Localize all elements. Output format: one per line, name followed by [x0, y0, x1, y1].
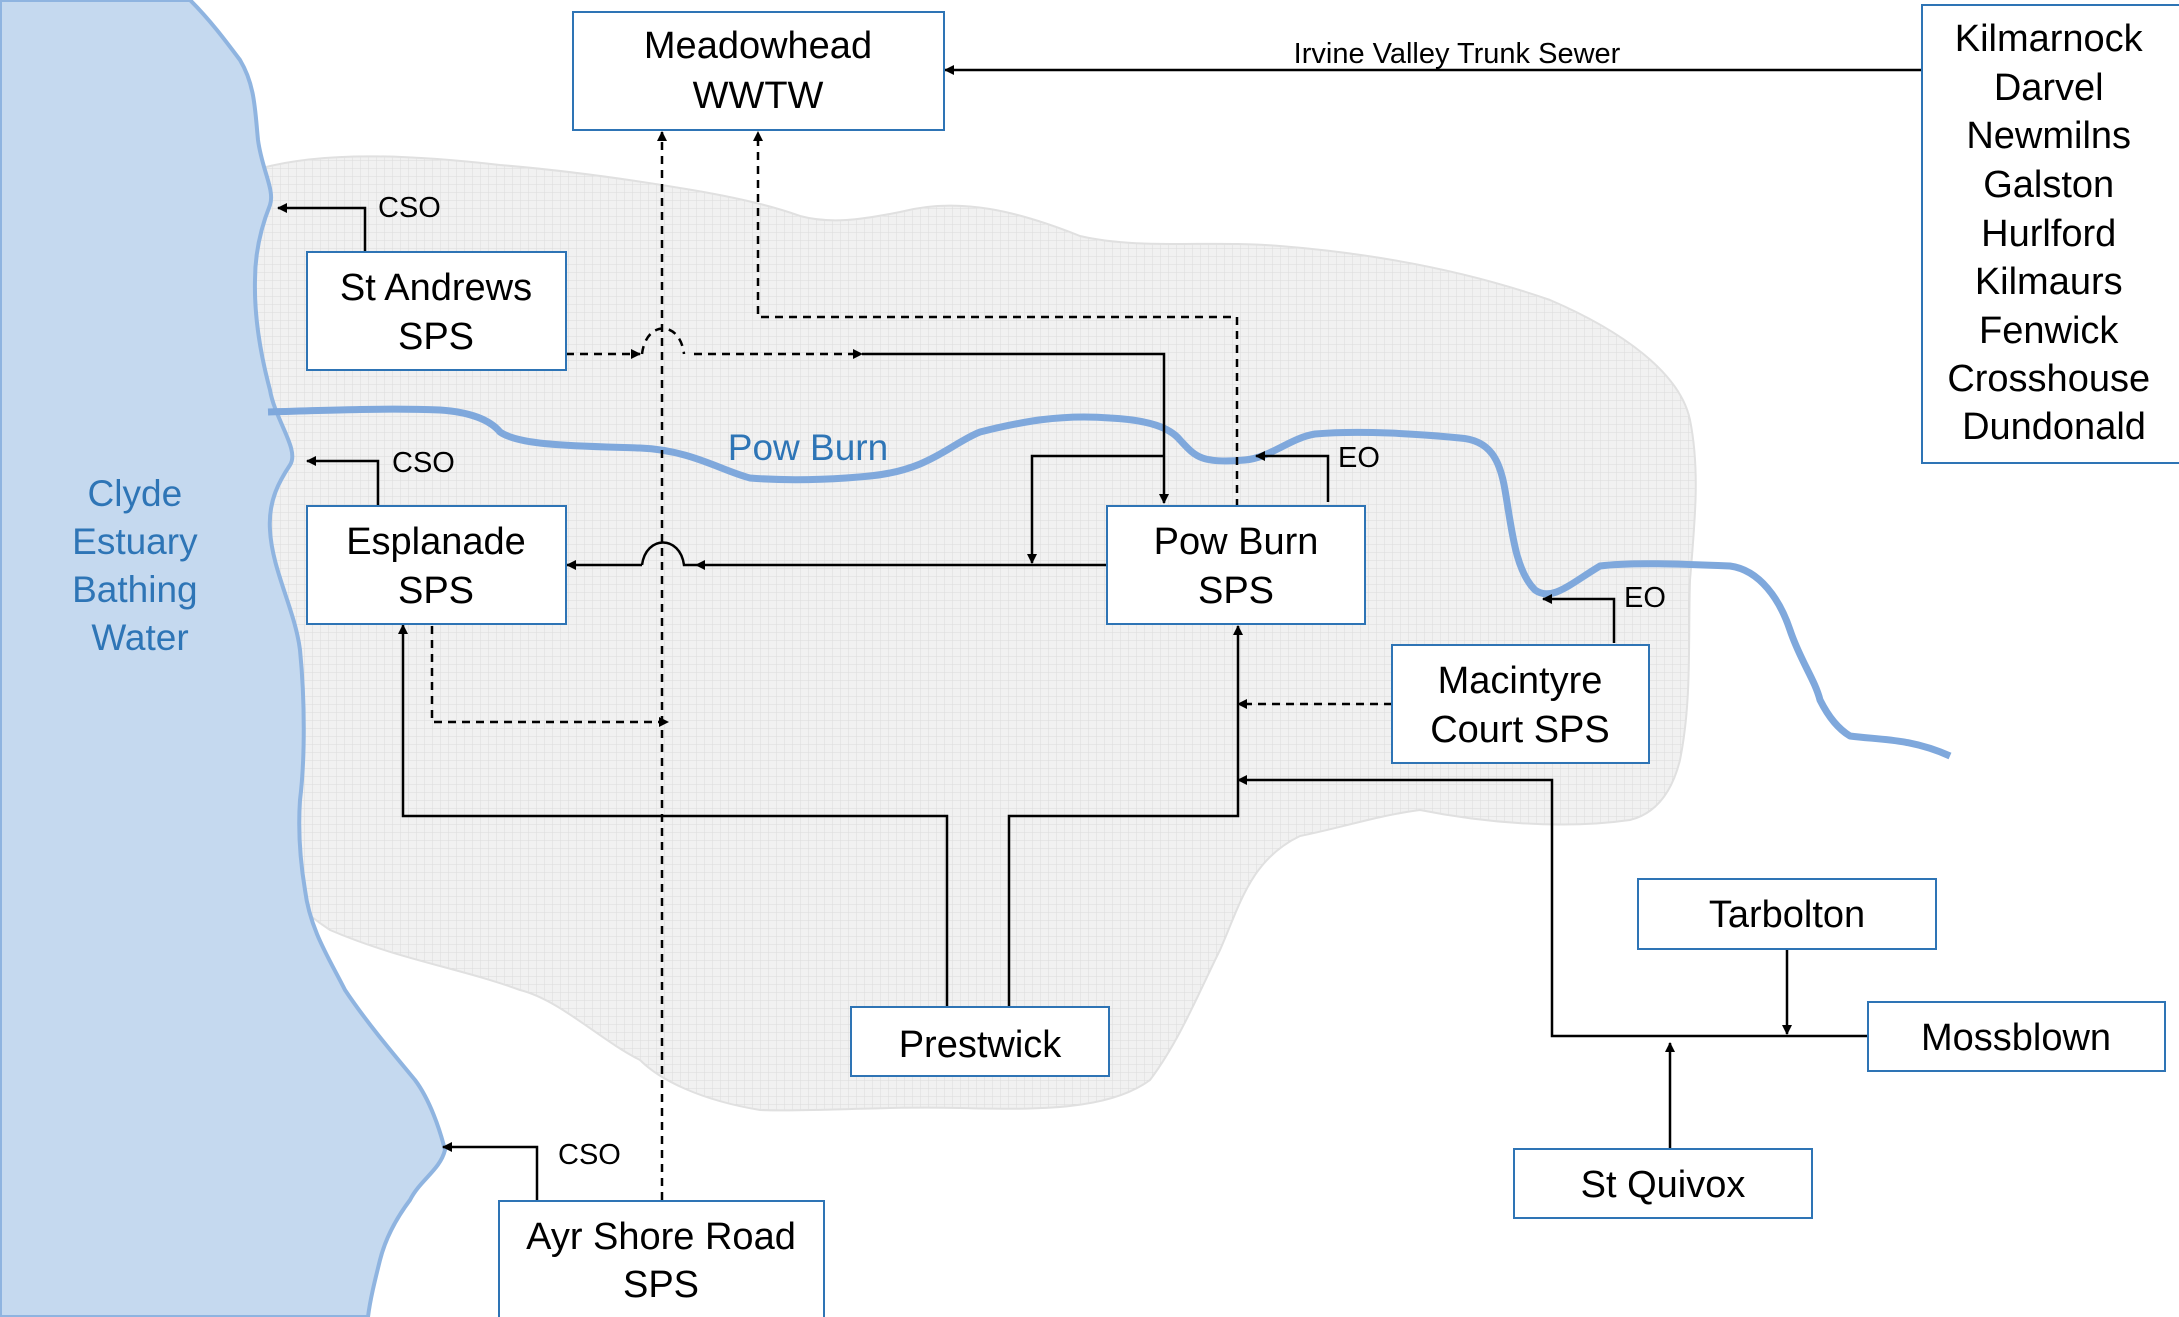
st-andrews-to-pow-burn [862, 352, 1169, 504]
clyde-estuary-water [0, 0, 448, 1317]
eo-pow-burn-label: EO [1338, 442, 1380, 474]
node-prestwick: Prestwick [850, 1006, 1110, 1077]
prestwick-to-esplanade [398, 624, 949, 1006]
mossblown-to-pow-burn [1237, 775, 1867, 1038]
svg-text:Tarbolton: Tarbolton [1709, 894, 1865, 936]
esplanade-crossing-hop [640, 541, 696, 567]
pow-burn-to-meadowhead [753, 131, 1239, 507]
clyde-label: Clyde Estuary Bathing Water [72, 473, 208, 658]
trunk-sewer-label: Irvine Valley Trunk Sewer [1294, 38, 1621, 70]
node-st-quivox: St Quivox [1513, 1148, 1813, 1219]
svg-text:Prestwick: Prestwick [899, 1024, 1063, 1066]
svg-text:St Quivox: St Quivox [1581, 1164, 1746, 1206]
eo-macintyre-line [1542, 594, 1616, 643]
st-andrews-crossing-hop [640, 327, 686, 355]
prestwick-to-pow-burn [1007, 625, 1243, 1006]
cso-esplanade-line [306, 456, 380, 505]
pow-burn-branch [1027, 454, 1164, 564]
node-mossblown: Mossblown [1867, 1001, 2166, 1072]
eo-macintyre-label: EO [1624, 582, 1666, 614]
node-tarbolton: Tarbolton [1637, 878, 1937, 950]
connections [277, 65, 1922, 1200]
cso-ayr-shore-label: CSO [558, 1139, 621, 1171]
esplanade-dashed-to-main [430, 626, 669, 727]
cso-ayr-shore-line [442, 1142, 539, 1200]
cso-esplanade-label: CSO [392, 447, 455, 479]
svg-text:Kilmarnock Darvel: Kilmarnock Darvel Newmilns Galston Hurlf… [1947, 18, 2160, 448]
cso-st-andrews-label: CSO [378, 192, 441, 224]
eo-pow-burn-line [1255, 451, 1330, 502]
pow-burn-river-label: Pow Burn [728, 427, 888, 468]
cso-st-andrews-line [277, 203, 367, 252]
svg-text:Mossblown: Mossblown [1921, 1017, 2111, 1059]
node-upstream-towns: Kilmarnock Darvel Newmilns Galston Hurlf… [1921, 4, 2179, 464]
